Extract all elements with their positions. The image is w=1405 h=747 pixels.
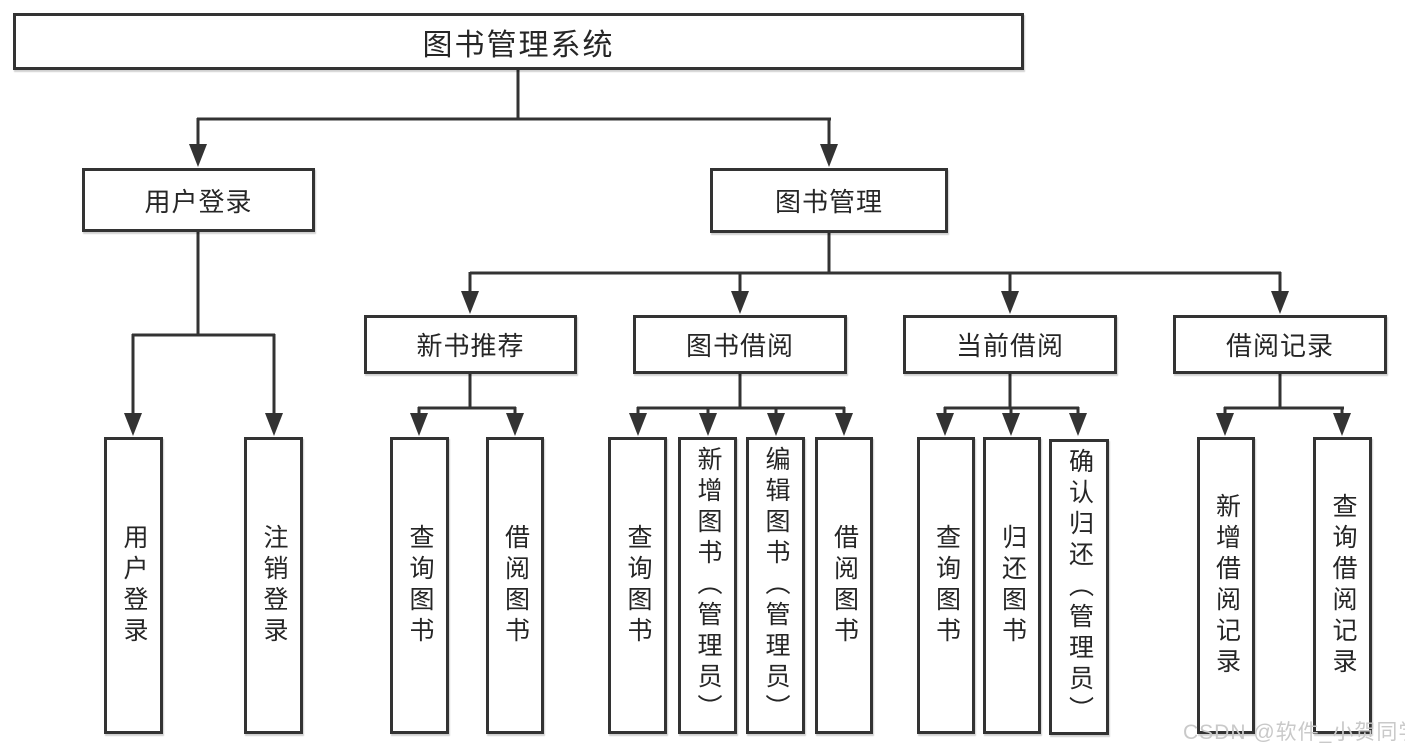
arrow-head [1002, 413, 1020, 436]
arrow-head [124, 413, 142, 436]
leaf-edit-book-admin: 编辑图书（管理员） [746, 437, 805, 734]
arrow-head [1216, 413, 1234, 436]
arrow-head [731, 291, 749, 314]
node-label: 图书借阅 [685, 331, 794, 361]
arrow-head [699, 413, 717, 436]
node-label: 图书管理 [774, 187, 883, 217]
arrow-head [1069, 413, 1087, 436]
node-book-borrow: 图书借阅 [633, 315, 847, 374]
node-current-borrow: 当前借阅 [903, 315, 1117, 374]
leaf-query-books-borrow: 查询图书 [608, 437, 667, 734]
leaf-borrow-books: 借阅图书 [815, 437, 873, 734]
arrow-user-login-head [189, 144, 207, 167]
arrow-head [835, 413, 853, 436]
leaf-borrow-books-recommend: 借阅图书 [486, 437, 544, 734]
node-label: 用户登录 [144, 186, 253, 217]
leaf-label: 借阅图书 [501, 523, 530, 648]
node-root: 图书管理系统 [13, 13, 1024, 70]
leaf-add-book-admin: 新增图书（管理员） [678, 437, 737, 734]
leaf-label: 确认归还（管理员） [1065, 447, 1094, 727]
leaf-label: 查询图书 [406, 523, 434, 648]
node-label: 当前借阅 [955, 331, 1064, 361]
leaf-label: 新增图书（管理员） [694, 446, 722, 725]
node-label: 借阅记录 [1225, 331, 1334, 361]
node-label: 新书推荐 [416, 331, 525, 361]
leaf-query-borrow-record: 查询借阅记录 [1313, 437, 1372, 734]
leaf-label: 查询图书 [932, 523, 961, 648]
arrow-head [767, 413, 785, 436]
leaf-label: 新增借阅记录 [1212, 492, 1241, 679]
leaf-query-books-current: 查询图书 [917, 437, 975, 734]
leaf-query-books-recommend: 查询图书 [390, 437, 449, 734]
leaf-label: 查询借阅记录 [1329, 492, 1357, 679]
arrow-head [1001, 291, 1019, 314]
arrow-book-mgmt-head [820, 144, 838, 167]
leaf-label: 注销登录 [260, 523, 288, 648]
node-new-book-recommend: 新书推荐 [364, 315, 577, 374]
leaf-label: 借阅图书 [830, 523, 859, 648]
arrow-head [461, 291, 479, 314]
node-book-management: 图书管理 [710, 168, 948, 233]
leaf-user-login: 用户登录 [104, 437, 163, 734]
arrow-head [1333, 413, 1351, 436]
leaf-label: 编辑图书（管理员） [762, 446, 790, 725]
arrow-head [936, 413, 954, 436]
leaf-return-books: 归还图书 [983, 437, 1041, 734]
arrow-head [629, 413, 647, 436]
csdn-watermark: CSDN @软件_小贺同学 [1183, 721, 1405, 744]
arrow-head [265, 413, 283, 436]
arrow-head [506, 413, 524, 436]
leaf-add-borrow-record: 新增借阅记录 [1197, 437, 1255, 734]
leaf-label: 查询图书 [624, 523, 652, 648]
arrow-head [1271, 291, 1289, 314]
leaf-label: 用户登录 [120, 523, 148, 648]
arrow-head [410, 413, 428, 436]
node-root-label: 图书管理系统 [422, 28, 615, 62]
leaf-confirm-return-admin: 确认归还（管理员） [1049, 439, 1109, 735]
leaf-logout: 注销登录 [244, 437, 303, 734]
node-user-login: 用户登录 [82, 168, 315, 232]
leaf-label: 归还图书 [998, 523, 1027, 648]
node-borrow-records: 借阅记录 [1173, 315, 1387, 374]
